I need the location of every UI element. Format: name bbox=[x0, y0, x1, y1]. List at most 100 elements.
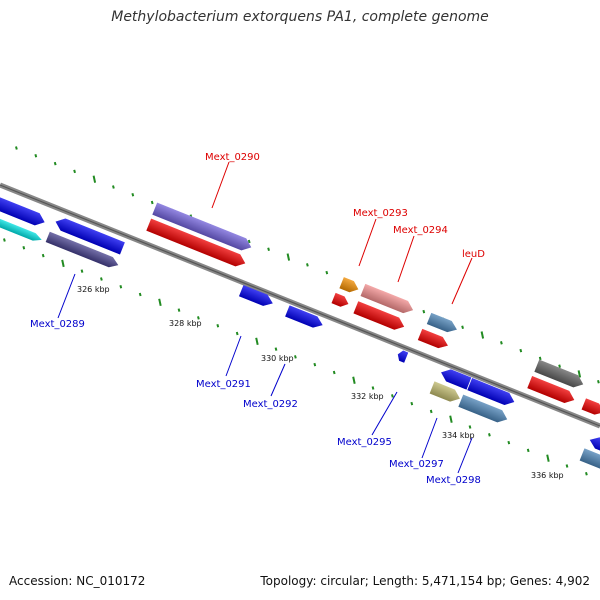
major-tick bbox=[352, 376, 356, 384]
gene-features bbox=[0, 191, 600, 469]
kbp-labels: 326 kbp 328 kbp 330 kbp 332 kbp 334 kbp … bbox=[77, 285, 564, 480]
major-tick bbox=[577, 370, 582, 378]
minor-tick bbox=[197, 316, 200, 320]
minor-tick bbox=[585, 472, 588, 476]
minor-tick bbox=[313, 362, 317, 367]
gene-arrow bbox=[353, 301, 405, 330]
gene-arrow bbox=[581, 398, 600, 415]
gene-label-mext-0295: Mext_0295 bbox=[337, 437, 392, 448]
major-tick bbox=[286, 253, 291, 261]
gene-arrow bbox=[534, 359, 584, 388]
gene-labels: Mext_0290 Mext_0293 Mext_0294 leuD Mext_… bbox=[30, 152, 485, 486]
minor-tick bbox=[332, 370, 336, 375]
minor-tick bbox=[294, 355, 297, 359]
accession-text: Accession: NC_010172 bbox=[9, 574, 146, 588]
topology-text: Topology: circular; Length: 5,471,154 bp… bbox=[260, 574, 590, 588]
minor-tick bbox=[429, 409, 433, 414]
gene-label-leud: leuD bbox=[462, 249, 485, 260]
kbp-label: 330 kbp bbox=[261, 354, 294, 363]
major-tick bbox=[61, 259, 65, 268]
minor-tick bbox=[112, 185, 115, 189]
kbp-label: 332 kbp bbox=[351, 392, 384, 401]
minor-tick bbox=[41, 253, 45, 258]
minor-tick bbox=[131, 192, 135, 197]
gene-arrow bbox=[429, 381, 460, 402]
gene-arrow bbox=[0, 191, 45, 226]
gene-arrow bbox=[146, 218, 246, 267]
minor-tick bbox=[410, 401, 414, 406]
gene-arrow bbox=[458, 394, 508, 423]
minor-tick bbox=[500, 341, 503, 345]
gene-label-mext-0298: Mext_0298 bbox=[426, 475, 481, 486]
gene-arrow bbox=[426, 312, 457, 333]
gene-arrow bbox=[55, 218, 125, 255]
minor-tick bbox=[216, 323, 220, 328]
map-title: Methylobacterium extorquens PA1, complet… bbox=[111, 9, 489, 25]
major-tick bbox=[449, 415, 453, 423]
minor-tick bbox=[15, 146, 18, 150]
gene-label-mext-0291: Mext_0291 bbox=[196, 379, 251, 390]
minor-tick bbox=[22, 246, 26, 250]
minor-tick bbox=[235, 331, 239, 336]
minor-tick bbox=[558, 364, 561, 368]
minor-tick bbox=[507, 440, 511, 445]
minor-tick bbox=[247, 239, 251, 244]
gene-arrow bbox=[417, 328, 448, 349]
gene-arrow bbox=[339, 277, 359, 293]
gene-label-mext-0290: Mext_0290 bbox=[205, 152, 260, 163]
gene-arrow bbox=[360, 283, 414, 314]
major-tick bbox=[92, 175, 97, 183]
gene-arrow bbox=[527, 376, 575, 403]
gene-label-mext-0297: Mext_0297 bbox=[389, 459, 444, 470]
ticks-inner bbox=[3, 238, 588, 476]
gene-arrow bbox=[331, 292, 349, 307]
minor-tick bbox=[597, 380, 600, 384]
kbp-label: 326 kbp bbox=[77, 285, 110, 294]
major-tick bbox=[480, 331, 485, 339]
minor-tick bbox=[565, 464, 569, 468]
gene-label-mext-0294: Mext_0294 bbox=[393, 225, 448, 236]
gene-arrow bbox=[589, 437, 600, 454]
minor-tick bbox=[519, 348, 523, 353]
gene-label-mext-0293: Mext_0293 bbox=[353, 208, 408, 219]
minor-tick bbox=[306, 263, 309, 267]
minor-tick bbox=[267, 247, 270, 252]
major-tick bbox=[546, 454, 550, 462]
minor-tick bbox=[468, 425, 472, 429]
gene-arrow bbox=[441, 369, 472, 390]
gene-arrow bbox=[467, 378, 515, 405]
minor-tick bbox=[391, 394, 394, 398]
minor-tick bbox=[461, 325, 464, 329]
kbp-label: 328 kbp bbox=[169, 319, 202, 328]
minor-tick bbox=[422, 309, 426, 314]
minor-tick bbox=[371, 386, 375, 390]
minor-tick bbox=[73, 169, 76, 174]
minor-tick bbox=[34, 154, 38, 158]
minor-tick bbox=[100, 277, 103, 281]
gene-arrow bbox=[45, 231, 119, 268]
minor-tick bbox=[325, 270, 329, 275]
genome-backbone bbox=[0, 182, 600, 429]
gene-arrow bbox=[579, 448, 600, 469]
gene-arrow bbox=[397, 350, 409, 363]
minor-tick bbox=[119, 284, 123, 289]
minor-tick bbox=[3, 238, 6, 242]
minor-tick bbox=[138, 292, 142, 297]
major-tick bbox=[158, 298, 162, 307]
minor-tick bbox=[538, 356, 542, 361]
gene-arrow bbox=[285, 305, 323, 328]
gene-arrow bbox=[238, 285, 273, 306]
minor-tick bbox=[177, 308, 181, 312]
gene-label-mext-0292: Mext_0292 bbox=[243, 399, 298, 410]
gene-arrow bbox=[0, 212, 42, 241]
minor-tick bbox=[488, 433, 491, 437]
gene-label-mext-0289: Mext_0289 bbox=[30, 319, 85, 330]
major-tick bbox=[255, 337, 259, 346]
minor-tick bbox=[53, 161, 57, 166]
minor-tick bbox=[526, 448, 530, 453]
label-leaders bbox=[57, 161, 473, 474]
minor-tick bbox=[150, 200, 154, 205]
minor-tick bbox=[274, 347, 278, 351]
minor-tick bbox=[80, 269, 84, 273]
